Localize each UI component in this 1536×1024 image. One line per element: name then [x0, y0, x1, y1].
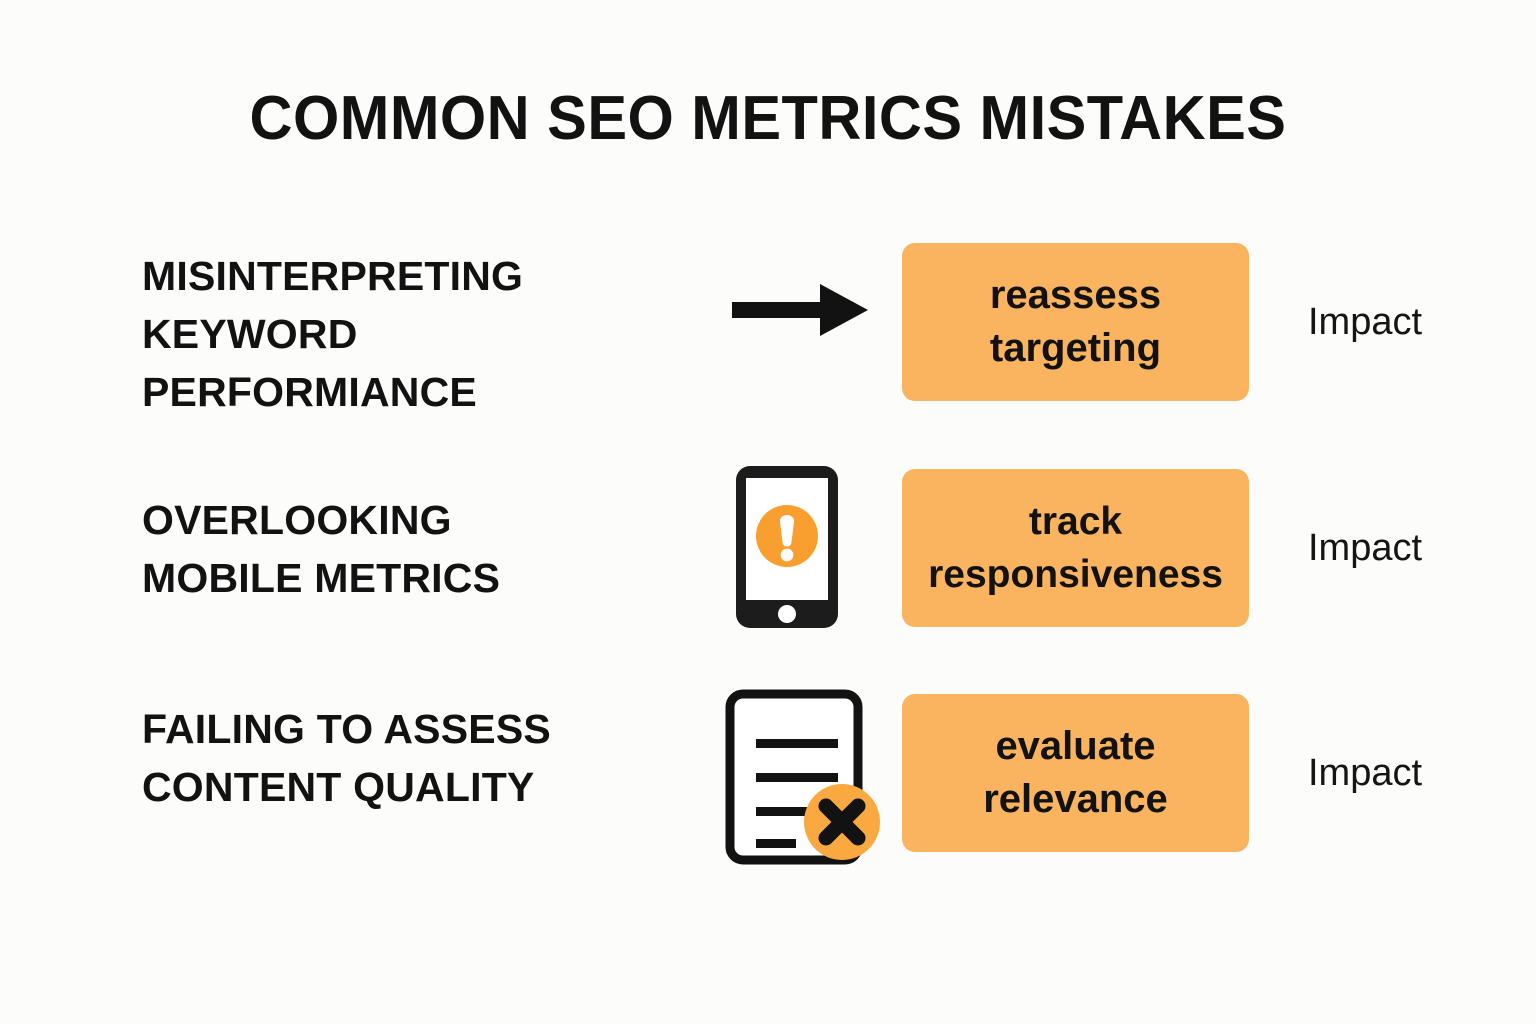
action-label-1: reassess targeting: [989, 273, 1162, 370]
action-box-3[interactable]: evaluate relevance: [902, 694, 1249, 852]
impact-label-3: Impact: [1308, 752, 1423, 794]
mistake-label-1: MISINTERPRETING KEYWORD PERFORMIANCE: [142, 253, 524, 415]
arrow-right-icon: [732, 280, 872, 345]
mistake-row-3: FAILING TO ASSESS CONTENT QUALITY: [0, 686, 1536, 886]
icon-slot-3: [716, 686, 880, 886]
action-box-1[interactable]: reassess targeting: [902, 243, 1249, 401]
mobile-phone-alert-icon: [732, 460, 842, 637]
action-label-3: evaluate relevance: [983, 724, 1168, 821]
icon-slot-1: [716, 233, 876, 433]
page-title: COMMON SEO METRICS MISTAKES: [249, 84, 1287, 153]
mistake-label-3: FAILING TO ASSESS CONTENT QUALITY: [142, 706, 551, 810]
action-label-2: track responsiveness: [928, 500, 1223, 596]
impact-label-2: Impact: [1308, 527, 1423, 569]
mistake-row-2: OVERLOOKING MOBILE METRICS: [0, 461, 1536, 661]
impact-label-1: Impact: [1308, 301, 1423, 343]
document-error-icon: [720, 689, 880, 874]
mistake-row-1: MISINTERPRETING KEYWORD PERFORMIANCE rea…: [0, 233, 1536, 433]
mistake-label-2: OVERLOOKING MOBILE METRICS: [142, 497, 501, 601]
icon-slot-2: [716, 461, 876, 661]
action-box-2[interactable]: track responsiveness: [902, 469, 1249, 627]
